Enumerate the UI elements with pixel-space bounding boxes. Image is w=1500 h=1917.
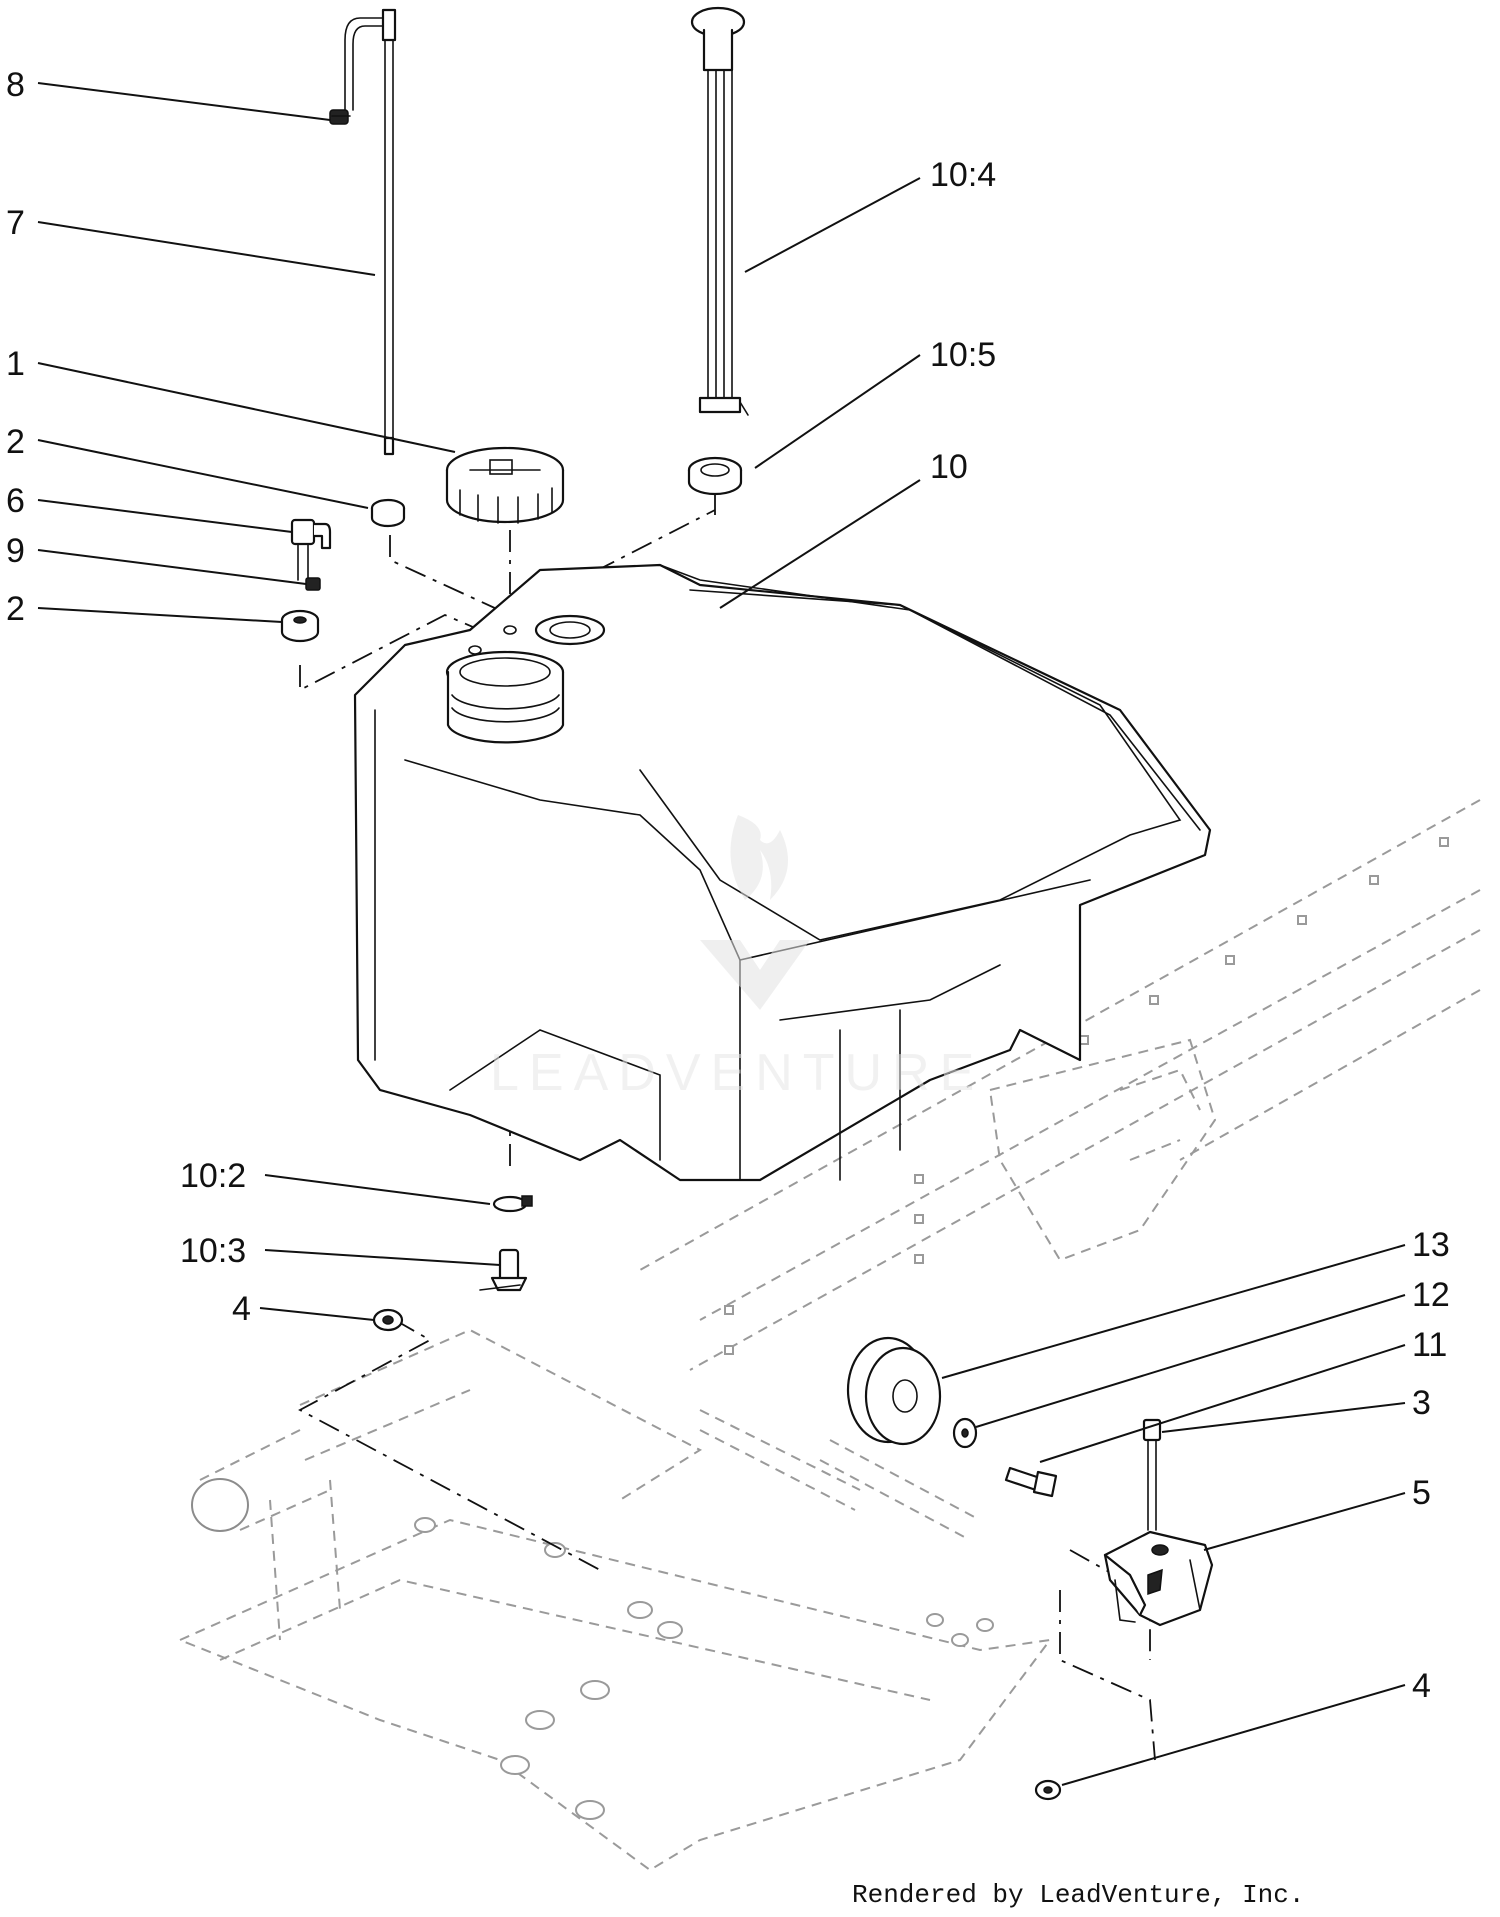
callout-10-5: 10:5 [930,336,996,374]
bracket-5 [1103,1530,1214,1627]
callout-10: 10 [930,448,968,486]
callout-10-2: 10:2 [180,1157,246,1195]
callout-11: 11 [1412,1326,1447,1364]
mower-frame [177,799,1481,1872]
callout-13: 13 [1412,1226,1450,1264]
fitting-10-3 [479,1248,528,1292]
bolt-3 [1142,1418,1162,1531]
nut-4-upper [372,1308,404,1332]
bolt-11 [1004,1466,1058,1498]
vent-tube [344,8,397,456]
watermark: LEADVENTURE [490,815,984,1102]
callout-5: 5 [1412,1474,1431,1512]
fuel-cap [445,446,565,524]
callout-9: 9 [6,532,25,570]
clamp-8 [329,109,351,125]
spacer-13 [846,1336,942,1446]
washer-12 [952,1417,978,1449]
callout-3: 3 [1412,1384,1431,1422]
callout-2-upper: 2 [6,423,25,461]
grommet-2-lower [280,609,320,643]
callout-10-3: 10:3 [180,1232,246,1270]
callout-10-4: 10:4 [930,156,996,194]
callout-4-upper: 4 [232,1290,251,1328]
render-credit: Rendered by LeadVenture, Inc. [852,1880,1304,1910]
callout-2-lower: 2 [6,590,25,628]
leader-lines [37,82,1406,1786]
clamp-9 [305,577,321,591]
grommet-2-upper [370,498,406,528]
callout-7: 7 [6,204,25,242]
callout-6: 6 [6,482,25,520]
elbow-fitting-6 [290,518,332,581]
callout-labels: 8 7 1 2 6 9 2 10:4 10:5 10 10:2 10:3 4 1… [6,66,1450,1705]
assembly-lines [298,490,1156,1761]
callout-8: 8 [6,66,25,104]
grommet-10-5 [687,456,743,496]
plate-holes [414,1517,994,1820]
fuel-sender [690,6,749,416]
callout-1: 1 [6,345,25,383]
watermark-text: LEADVENTURE [490,1044,984,1102]
nut-4-lower [1034,1779,1062,1801]
clamp-10-2 [492,1195,533,1213]
callout-12: 12 [1412,1276,1450,1314]
callout-4-lower: 4 [1412,1667,1431,1705]
